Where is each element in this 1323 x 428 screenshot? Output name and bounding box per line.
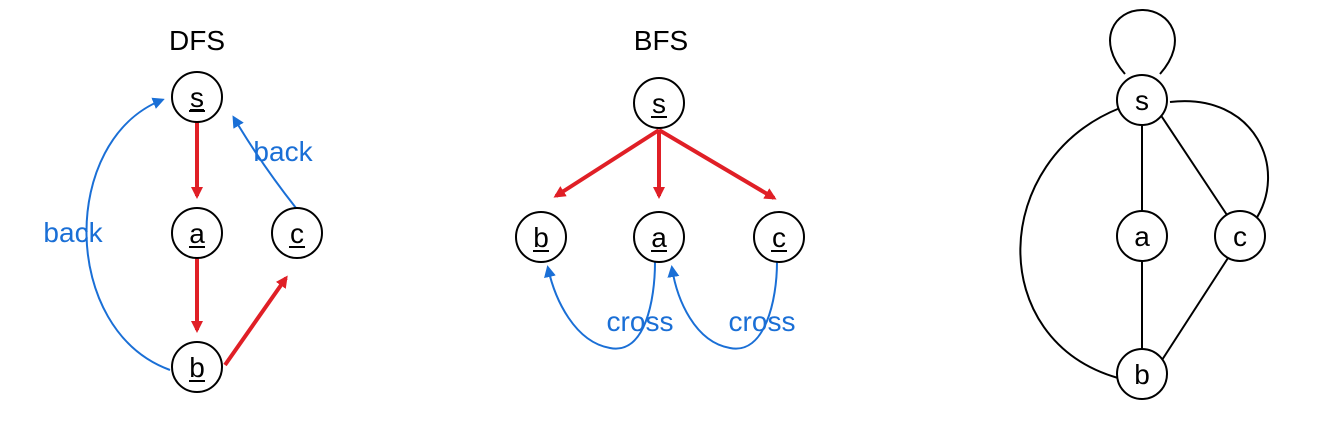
graph-edge-s-c-curve (1169, 100, 1270, 223)
bfs-node-a (633, 211, 685, 263)
bfs-node-c-label: c (772, 222, 786, 253)
graph-node-c-label: c (1233, 221, 1247, 252)
graph-edge-b-c (1161, 257, 1229, 361)
bfs-node-s-label: s (652, 88, 666, 119)
graph-node-s (1116, 74, 1168, 126)
dfs-node-s-label: s (190, 82, 204, 113)
graph-node-a-label: a (1134, 221, 1150, 252)
bfs-edge-s-c (657, 128, 777, 200)
graph-node-b (1116, 348, 1168, 400)
graph-node-a (1116, 210, 1168, 262)
dfs-edge-b-c (223, 275, 288, 367)
graph-node-s-label: s (1135, 85, 1149, 116)
dfs-node-a (171, 207, 223, 259)
dfs-back-label-left: back (43, 217, 103, 248)
graph-panel: s a b c (1019, 8, 1270, 400)
bfs-cross-label-right: cross (729, 306, 796, 337)
dfs-back-label-right: back (253, 136, 313, 167)
dfs-node-c (271, 207, 323, 259)
dfs-node-a-label: a (189, 218, 205, 249)
graph-edge-s-c (1159, 113, 1228, 216)
bfs-node-b-label: b (533, 222, 549, 253)
dfs-node-s (171, 71, 223, 123)
dfs-back-edge-b-s (85, 97, 171, 371)
bfs-node-a-label: a (651, 222, 667, 253)
bfs-node-c (753, 211, 805, 263)
bfs-cross-label-left: cross (607, 306, 674, 337)
bfs-node-b (515, 211, 567, 263)
dfs-title: DFS (169, 25, 225, 56)
bfs-cross-edge-a-b (544, 261, 656, 350)
bfs-node-s (633, 77, 685, 129)
dfs-panel: DFS back back s a b c (43, 25, 323, 393)
dfs-node-b (171, 341, 223, 393)
bfs-panel: BFS cross cross s b a c (515, 25, 805, 350)
bfs-cross-edge-c-a (667, 261, 778, 350)
bfs-edge-s-b (553, 128, 661, 198)
dfs-back-edge-c-s (232, 115, 297, 209)
bfs-title: BFS (634, 25, 688, 56)
graph-edge-s-b-curve (1019, 107, 1121, 379)
graph-node-b-label: b (1134, 359, 1150, 390)
graph-node-c (1214, 210, 1266, 262)
graph-edge-s-self-loop (1109, 8, 1176, 75)
dfs-node-b-label: b (189, 352, 205, 383)
dfs-node-c-label: c (290, 218, 304, 249)
